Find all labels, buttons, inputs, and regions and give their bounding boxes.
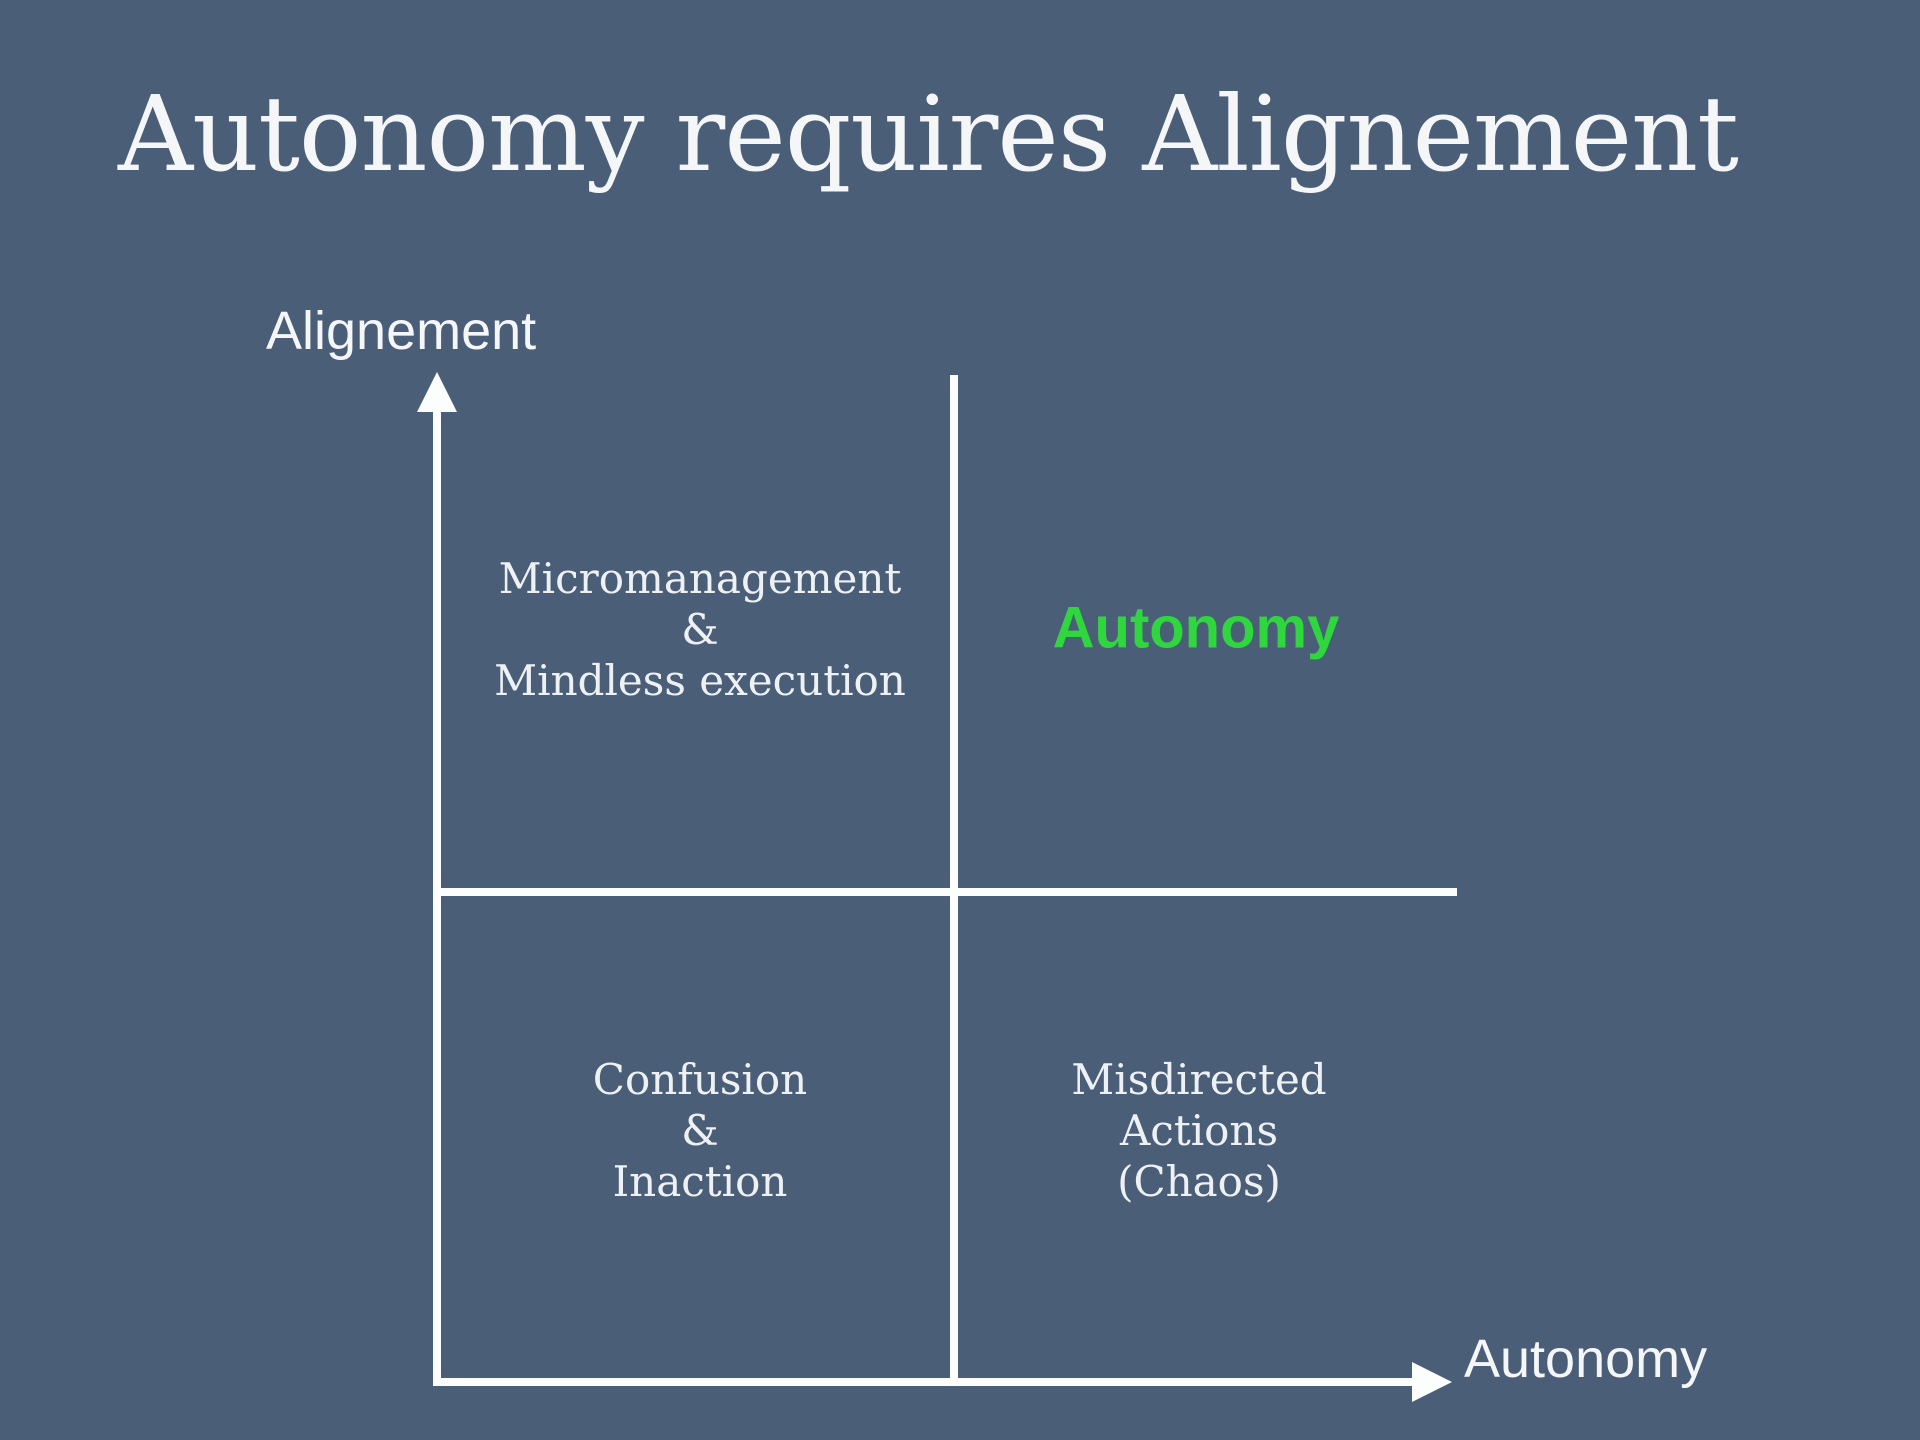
slide-title: Autonomy requires Alignement: [118, 73, 1739, 195]
quadrant-bottom-right-line3: (Chaos): [1117, 1157, 1281, 1207]
quadrant-bottom-right-line1: Misdirected: [1071, 1055, 1327, 1105]
horizontal-divider-line: [433, 888, 1457, 896]
quadrant-top-left-label: Micromanagement & Mindless execution: [494, 553, 906, 707]
quadrant-bottom-left-line2: &: [681, 1106, 719, 1156]
x-axis-label: Autonomy: [1464, 1329, 1708, 1389]
quadrant-bottom-right-line2: Actions: [1119, 1106, 1279, 1156]
quadrant-top-right-label: Autonomy: [1052, 595, 1340, 661]
quadrant-top-left-line1: Micromanagement: [498, 554, 902, 604]
quadrant-bottom-left-line3: Inaction: [612, 1157, 788, 1207]
y-axis-label: Alignement: [266, 301, 537, 361]
vertical-divider-line: [950, 375, 958, 1386]
x-axis-line: [433, 1378, 1415, 1386]
quadrant-top-left-line3: Mindless execution: [494, 656, 906, 706]
quadrant-top-left-line2: &: [681, 605, 719, 655]
x-axis-arrowhead-icon: [1412, 1362, 1452, 1402]
quadrant-bottom-left-line1: Confusion: [592, 1055, 808, 1105]
quadrant-bottom-left-label: Confusion & Inaction: [593, 1054, 807, 1208]
quadrant-bottom-right-label: Misdirected Actions (Chaos): [1071, 1054, 1326, 1208]
